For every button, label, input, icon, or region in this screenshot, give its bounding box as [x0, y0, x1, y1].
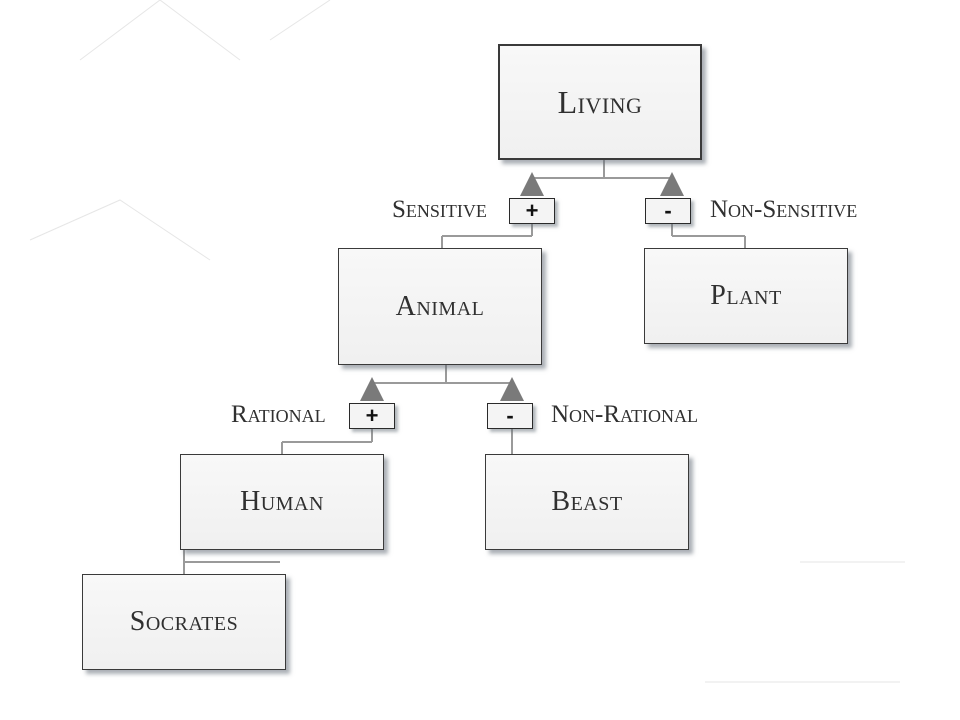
node-socrates: Socrates [82, 574, 286, 670]
node-plant-label: Plant [710, 280, 782, 311]
node-plant: Plant [644, 248, 848, 344]
sign-sensitive: + [509, 198, 555, 224]
node-living: Living [498, 44, 702, 160]
node-animal: Animal [338, 248, 542, 365]
sign-rational: + [349, 403, 395, 429]
generalization-arrows [360, 172, 684, 401]
label-non-sensitive: Non-Sensitive [710, 196, 858, 223]
node-animal-label: Animal [395, 290, 485, 322]
node-human: Human [180, 454, 384, 550]
node-beast: Beast [485, 454, 689, 550]
node-human-label: Human [240, 486, 324, 517]
sign-non-sensitive: - [645, 198, 691, 224]
node-living-label: Living [557, 83, 643, 120]
label-rational: Rational [231, 401, 326, 428]
background-decoration [29, 0, 905, 683]
node-socrates-label: Socrates [129, 606, 239, 637]
label-sensitive: Sensitive [392, 196, 487, 223]
node-beast-label: Beast [551, 486, 623, 517]
sign-non-rational: - [487, 403, 533, 429]
label-non-rational: Non-Rational [551, 401, 699, 428]
